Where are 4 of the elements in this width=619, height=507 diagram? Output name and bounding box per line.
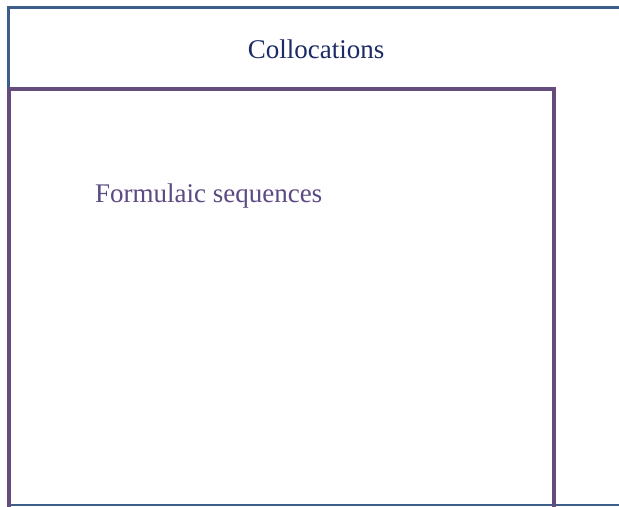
region-label: Collocations [246,33,386,66]
region-box [7,87,556,507]
region-box [7,6,619,506]
region-label: Formulaic sequences [95,177,322,210]
